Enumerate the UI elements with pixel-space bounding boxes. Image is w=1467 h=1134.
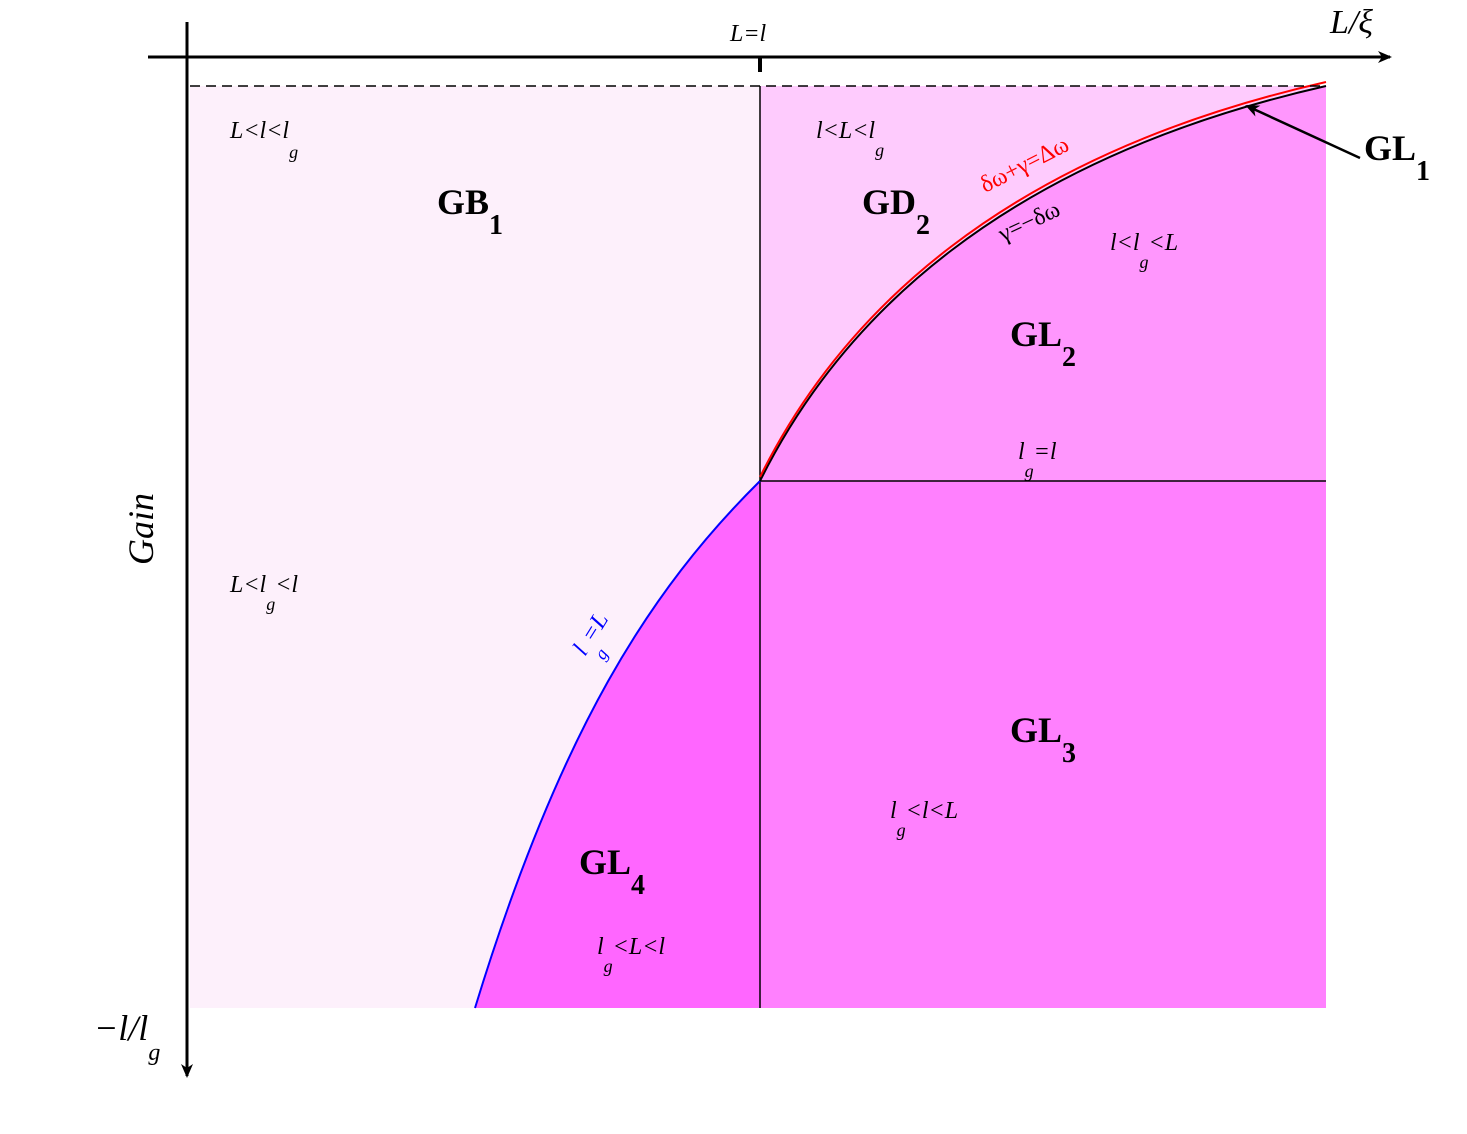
x-tick-label: L=l: [729, 21, 767, 47]
gb1-upper-condition: L<l<lg: [229, 118, 298, 162]
region-gl3: [760, 481, 1326, 1008]
y-axis-label: Gain: [121, 493, 161, 565]
gd2-condition: l<L<lg: [816, 118, 884, 160]
horizontal-boundary-label: lg=l: [1018, 439, 1057, 481]
blue-curve-lg-equals-L: [474, 480, 761, 1009]
region-gl2: [760, 86, 1326, 481]
gl4-condition: lg<L<l: [597, 934, 665, 976]
gl2-label: GL2: [1010, 314, 1076, 373]
x-axis-label: L/ξ: [1329, 4, 1373, 41]
gl3-condition: lg<l<L: [890, 798, 958, 840]
gb1-lower-condition: L<lg<l: [229, 572, 298, 614]
black-curve-gamma: [759, 85, 1327, 482]
gl2-condition: l<lg<L: [1110, 230, 1178, 272]
gb1-label: GB1: [437, 182, 503, 241]
gl1-label: GL1: [1364, 128, 1430, 187]
gl4-label: GL4: [579, 842, 645, 901]
region-gl4: [475, 481, 760, 1008]
gl1-pointer-arrow: [1245, 104, 1361, 160]
gl3-label: GL3: [1010, 710, 1076, 769]
gd2-label: GD2: [862, 182, 930, 241]
y-bottom-label: −l/lg: [94, 1008, 160, 1066]
red-curve-delta-omega: [759, 81, 1327, 478]
